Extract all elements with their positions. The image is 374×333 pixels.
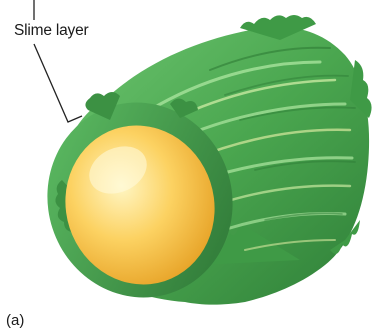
slime-layer-label: Slime layer	[14, 22, 88, 40]
slime-layer-leader-line	[34, 44, 82, 122]
panel-label: (a)	[6, 312, 24, 329]
